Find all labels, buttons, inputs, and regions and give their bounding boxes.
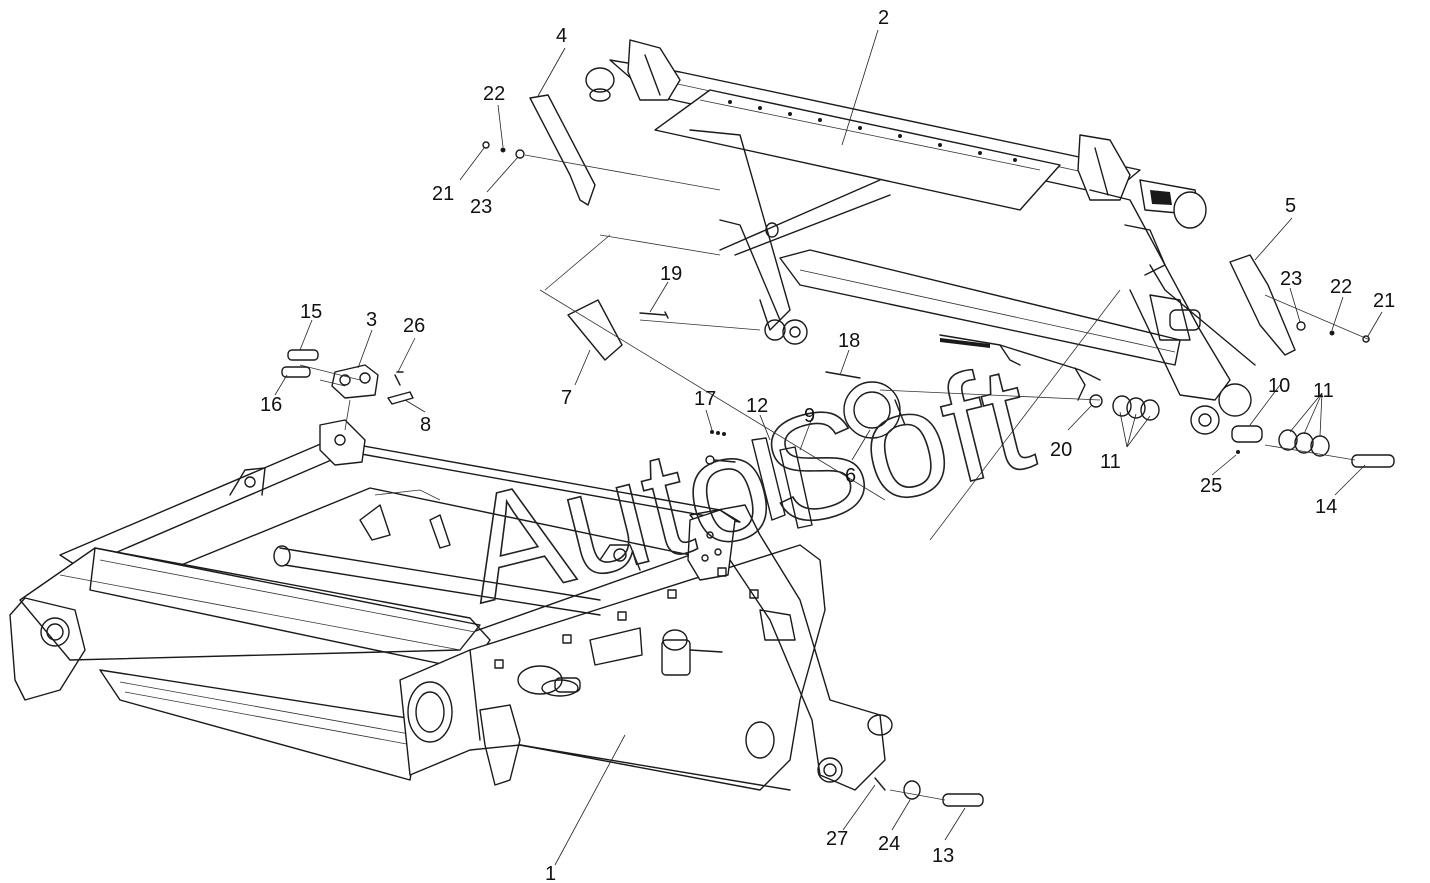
callout-21-right: 21 <box>1373 290 1395 312</box>
clip-part-8 <box>387 391 414 405</box>
pin-part-14 <box>1351 454 1395 468</box>
callout-22-left: 22 <box>483 83 505 105</box>
callout-24: 24 <box>878 833 900 855</box>
callout-17: 17 <box>694 388 716 410</box>
callout-14: 14 <box>1315 496 1337 518</box>
clip-part-26 <box>394 371 404 386</box>
callout-23-left: 23 <box>470 196 492 218</box>
clip-part-27 <box>874 777 886 791</box>
bushing-part-6 <box>843 381 906 439</box>
strip-part-12 <box>751 437 786 521</box>
callout-23-right: 23 <box>1280 268 1302 290</box>
washer-part-23-left <box>515 149 525 159</box>
callout-9: 9 <box>804 405 815 427</box>
callout-22-right: 22 <box>1330 276 1352 298</box>
washer-part-20 <box>1089 394 1103 408</box>
leader-lines <box>274 29 1383 866</box>
hinge-part-3 <box>331 364 379 399</box>
washer-part-22-right <box>1329 330 1335 336</box>
studs-part-17 <box>705 430 736 465</box>
callout-1: 1 <box>545 863 556 883</box>
pin-part-13 <box>942 793 984 807</box>
strip-part-9 <box>779 446 813 529</box>
callout-27: 27 <box>826 828 848 850</box>
frame-part-2 <box>585 39 1256 435</box>
callout-3: 3 <box>366 309 377 331</box>
callout-11-right: 11 <box>1313 380 1334 402</box>
rings-part-11-left <box>1112 395 1160 421</box>
pins-part-15-16 <box>281 349 319 378</box>
frame-part-1 <box>9 419 893 791</box>
callout-16: 16 <box>260 394 282 416</box>
part-25 <box>1236 450 1240 454</box>
bolt-part-18 <box>825 371 861 379</box>
callout-7: 7 <box>561 387 572 409</box>
callout-11-left: 11 <box>1100 451 1121 473</box>
callout-8: 8 <box>420 414 431 436</box>
strip-part-4 <box>529 94 596 206</box>
callout-12: 12 <box>746 395 768 417</box>
washer-part-24 <box>903 780 921 800</box>
callout-10: 10 <box>1268 375 1290 397</box>
callout-25: 25 <box>1200 475 1222 497</box>
guide-lines <box>299 154 1371 801</box>
plate-part-5 <box>1229 254 1296 356</box>
callout-13: 13 <box>932 845 954 867</box>
callout-labels: 1 2 3 4 5 6 7 8 9 10 11 11 12 13 14 15 1… <box>260 7 1395 883</box>
callout-15: 15 <box>300 301 322 323</box>
bracket-part-7 <box>567 299 623 361</box>
callout-4: 4 <box>556 25 567 47</box>
callout-6: 6 <box>845 465 856 487</box>
callout-5: 5 <box>1285 195 1296 217</box>
nut-part-21-left <box>482 141 490 149</box>
callout-21-left: 21 <box>432 183 454 205</box>
callout-20: 20 <box>1050 439 1072 461</box>
bolt-part-19 <box>639 311 669 319</box>
washer-part-23-right <box>1296 321 1306 331</box>
sleeve-part-10 <box>1231 425 1263 443</box>
washer-part-22-left <box>500 147 506 153</box>
nut-part-21-right <box>1362 335 1370 343</box>
callout-19: 19 <box>660 263 682 285</box>
callout-2: 2 <box>878 7 889 29</box>
callout-18: 18 <box>838 330 860 352</box>
callout-26: 26 <box>403 315 425 337</box>
